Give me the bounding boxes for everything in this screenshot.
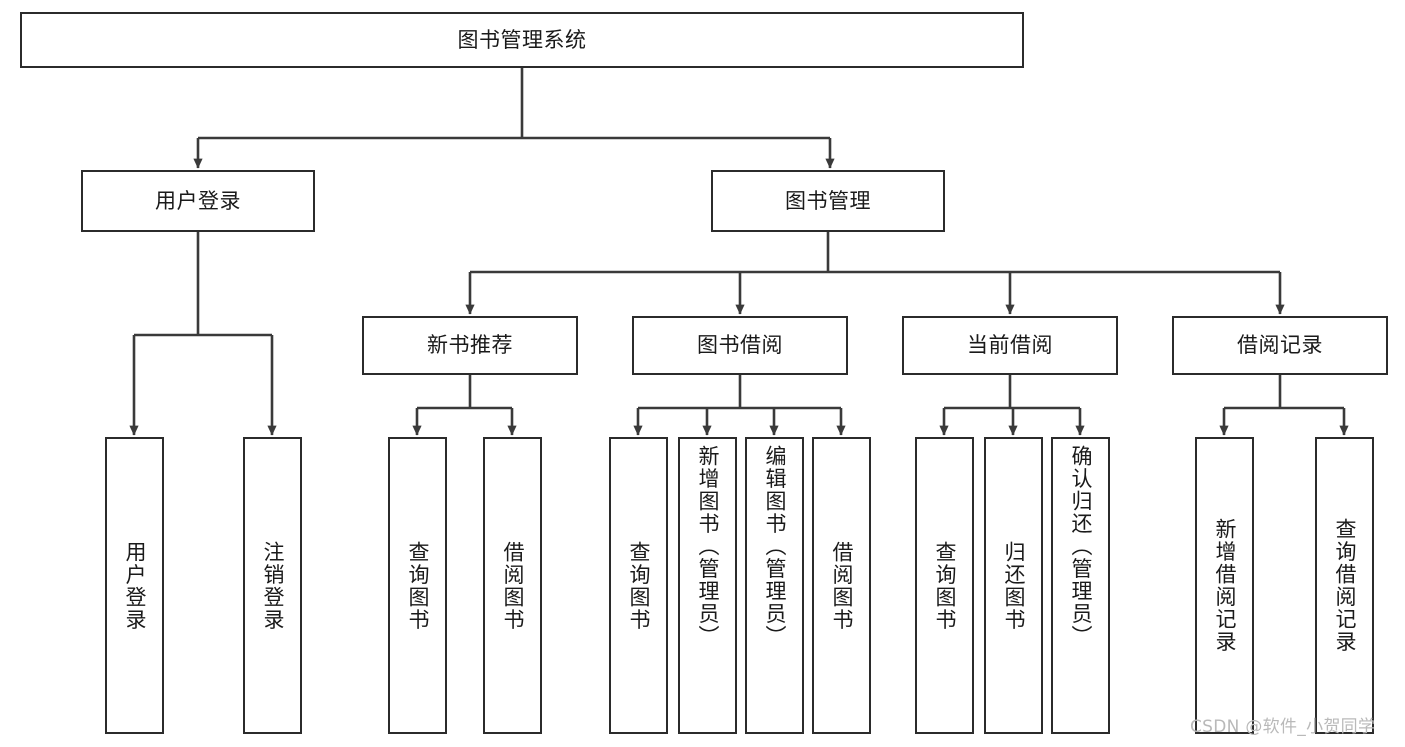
node-leaf-query-borrow-record-label: 查询借阅记录 [1333, 518, 1357, 653]
node-leaf-borrow-book-1-label: 借阅图书 [501, 540, 525, 631]
node-leaf-borrow-book-1[interactable]: 借阅图书 [483, 437, 542, 734]
node-leaf-confirm-return-admin[interactable]: 确认归还（管理员） [1051, 437, 1110, 734]
node-leaf-edit-book-admin-label: 编辑图书（管理员） [763, 445, 787, 648]
node-leaf-query-book-2-label: 查询图书 [627, 540, 651, 631]
node-leaf-add-book-admin[interactable]: 新增图书（管理员） [678, 437, 737, 734]
node-leaf-edit-book-admin[interactable]: 编辑图书（管理员） [745, 437, 804, 734]
node-new-book-recommend[interactable]: 新书推荐 [362, 316, 578, 375]
node-new-book-recommend-label: 新书推荐 [427, 333, 513, 358]
node-leaf-query-book-1[interactable]: 查询图书 [388, 437, 447, 734]
node-root-system-label: 图书管理系统 [457, 27, 587, 52]
node-root-system[interactable]: 图书管理系统 [20, 12, 1024, 68]
node-leaf-query-borrow-record[interactable]: 查询借阅记录 [1315, 437, 1374, 734]
node-leaf-query-book-2[interactable]: 查询图书 [609, 437, 668, 734]
node-leaf-borrow-book-2-label: 借阅图书 [830, 540, 854, 631]
node-leaf-add-borrow-record[interactable]: 新增借阅记录 [1195, 437, 1254, 734]
node-borrow-record-label: 借阅记录 [1237, 333, 1323, 358]
node-book-manage-label: 图书管理 [785, 188, 871, 213]
csdn-watermark: CSDN @软件_小贺同学 [1190, 717, 1376, 737]
node-book-manage[interactable]: 图书管理 [711, 170, 945, 232]
node-book-borrow[interactable]: 图书借阅 [632, 316, 848, 375]
node-leaf-borrow-book-2[interactable]: 借阅图书 [812, 437, 871, 734]
node-book-borrow-label: 图书借阅 [697, 333, 783, 358]
node-user-login[interactable]: 用户登录 [81, 170, 315, 232]
node-user-login-label: 用户登录 [155, 188, 241, 213]
node-leaf-confirm-return-admin-label: 确认归还（管理员） [1069, 445, 1093, 648]
node-leaf-add-book-admin-label: 新增图书（管理员） [696, 445, 720, 648]
node-leaf-add-borrow-record-label: 新增借阅记录 [1213, 518, 1237, 653]
node-leaf-user-logout-label: 注销登录 [261, 540, 285, 631]
node-current-borrow[interactable]: 当前借阅 [902, 316, 1118, 375]
node-leaf-user-login[interactable]: 用户登录 [105, 437, 164, 734]
node-leaf-user-login-label: 用户登录 [123, 540, 147, 631]
node-leaf-return-book[interactable]: 归还图书 [984, 437, 1043, 734]
node-leaf-return-book-label: 归还图书 [1002, 540, 1026, 631]
node-leaf-query-book-3-label: 查询图书 [933, 540, 957, 631]
node-current-borrow-label: 当前借阅 [967, 333, 1053, 358]
node-leaf-user-logout[interactable]: 注销登录 [243, 437, 302, 734]
node-leaf-query-book-3[interactable]: 查询图书 [915, 437, 974, 734]
node-leaf-query-book-1-label: 查询图书 [406, 540, 430, 631]
node-borrow-record[interactable]: 借阅记录 [1172, 316, 1388, 375]
